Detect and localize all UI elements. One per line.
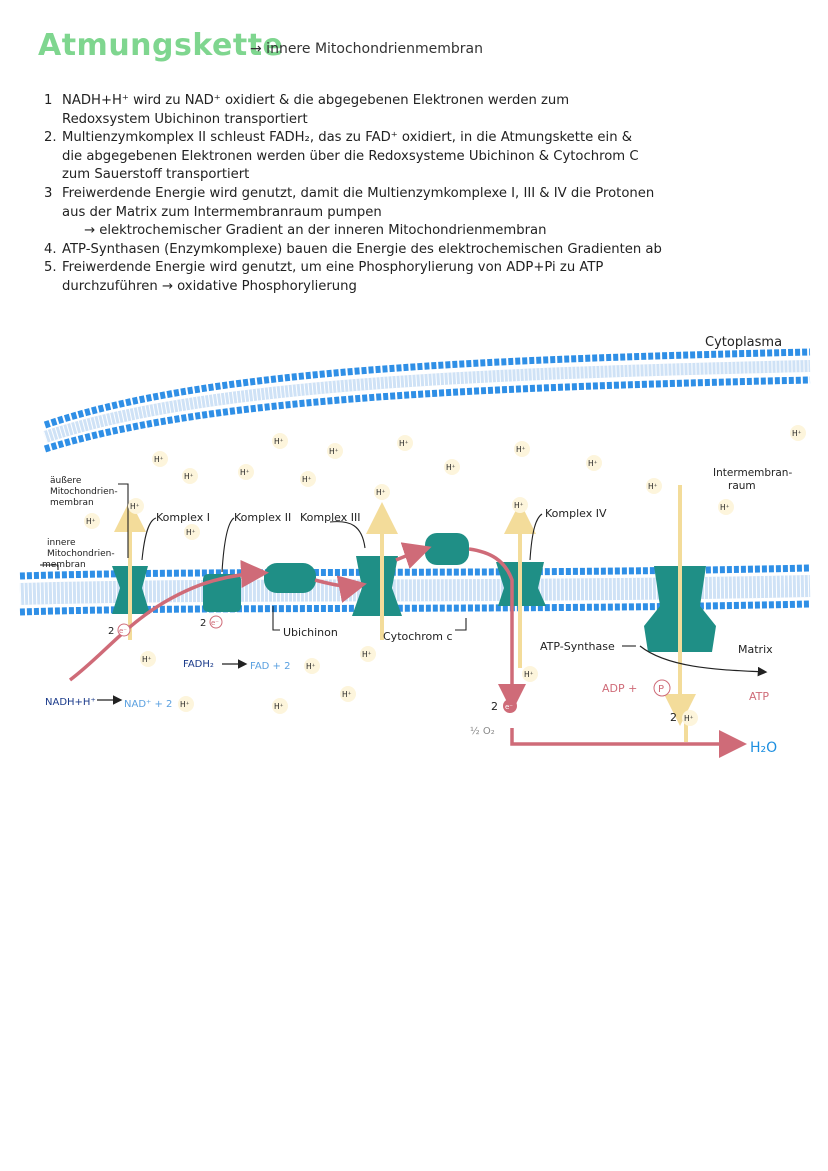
svg-text:H⁺: H⁺ xyxy=(588,459,598,468)
svg-text:H⁺: H⁺ xyxy=(399,439,409,448)
step-line: die abgegebenen Elektronen werden über d… xyxy=(62,148,639,164)
step-line: NADH+H⁺ wird zu NAD⁺ oxidiert & die abge… xyxy=(62,93,570,108)
step-line: ATP-Synthasen (Enzymkomplexe) bauen die … xyxy=(62,241,662,257)
svg-text:H⁺: H⁺ xyxy=(342,690,352,699)
svg-text:H⁺: H⁺ xyxy=(720,503,730,512)
intermembran-label: raum xyxy=(728,480,756,492)
step-line: Freiwerdende Energie wird genutzt, damit… xyxy=(62,185,655,201)
cytochrom-shape xyxy=(425,533,469,565)
svg-text:H⁺: H⁺ xyxy=(516,445,526,454)
svg-text:H⁺: H⁺ xyxy=(142,655,152,664)
ubichinon-shape xyxy=(264,563,316,593)
matrix-label: Matrix xyxy=(738,643,773,656)
complex-2-label: Komplex II xyxy=(234,511,291,524)
svg-text:H⁺: H⁺ xyxy=(180,700,190,709)
svg-text:H⁺: H⁺ xyxy=(240,468,250,477)
svg-text:H⁺: H⁺ xyxy=(329,447,339,456)
step-line: zum Sauerstoff transportiert xyxy=(62,167,250,183)
svg-text:H⁺: H⁺ xyxy=(514,501,524,510)
outer-membrane-label: membran xyxy=(50,498,94,508)
svg-text:2: 2 xyxy=(108,626,114,637)
step-5: 5. Freiwerdende Energie wird genutzt, um… xyxy=(44,259,804,296)
svg-text:H⁺: H⁺ xyxy=(86,517,96,526)
svg-text:H⁺: H⁺ xyxy=(446,463,456,472)
step-1: 1 NADH+H⁺ wird zu NAD⁺ oxidiert & die ab… xyxy=(44,92,804,129)
svg-text:H⁺: H⁺ xyxy=(184,472,194,481)
leader-lines xyxy=(40,483,636,647)
complex-3-label: Komplex III xyxy=(300,511,360,524)
svg-text:P: P xyxy=(658,684,664,695)
cytochrom-label: Cytochrom c xyxy=(383,630,453,643)
svg-text:H⁺: H⁺ xyxy=(154,455,164,464)
svg-text:e⁻: e⁻ xyxy=(211,619,219,627)
step-number: 5. xyxy=(44,260,57,276)
atp-arc-arrow xyxy=(639,645,768,677)
phosphate-marker: P xyxy=(653,679,671,697)
complex-2-shape xyxy=(203,574,241,612)
electron-marker: e⁻ xyxy=(503,699,517,713)
svg-text:H⁺: H⁺ xyxy=(274,437,284,446)
svg-text:e⁻: e⁻ xyxy=(505,703,513,711)
svg-text:H⁺: H⁺ xyxy=(524,670,534,679)
svg-text:H⁺: H⁺ xyxy=(130,502,140,511)
adp-label: ADP + xyxy=(602,682,637,695)
complex-4-label: Komplex IV xyxy=(545,507,607,520)
electron-marker: 2 e⁻ xyxy=(108,623,131,637)
step-line: Redoxsystem Ubichinon transportiert xyxy=(62,111,308,127)
step-line: durchzuführen → oxidative Phosphorylieru… xyxy=(62,278,357,294)
outer-membrane-label: Mitochondrien- xyxy=(50,487,118,497)
inner-membrane-label: Mitochondrien- xyxy=(47,549,115,559)
step-number: 3 xyxy=(44,185,53,201)
step-line: Freiwerdende Energie wird genutzt, um ei… xyxy=(62,260,604,276)
ubichinon-label: Ubichinon xyxy=(283,626,338,639)
step-line: Multienzymkomplex II schleust FADH₂, das… xyxy=(62,130,633,146)
fadh2-label: FADH₂ xyxy=(183,659,214,670)
nad-label: NAD⁺ + 2 xyxy=(124,699,172,710)
svg-text:e⁻: e⁻ xyxy=(119,627,127,635)
oxygen-label: ½ O₂ xyxy=(470,725,495,737)
page-title: Atmungskette xyxy=(38,28,284,63)
svg-text:H⁺: H⁺ xyxy=(306,662,316,671)
svg-text:H⁺: H⁺ xyxy=(648,482,658,491)
svg-text:H⁺: H⁺ xyxy=(302,475,312,484)
svg-text:H⁺: H⁺ xyxy=(274,702,284,711)
cytoplasma-label: Cytoplasma xyxy=(705,335,782,350)
step-number: 2. xyxy=(44,130,57,146)
two-protons-label: 2 xyxy=(670,711,677,724)
protons: H⁺ H⁺ H⁺ H⁺ H⁺ H⁺ H⁺ H⁺ H⁺ H⁺ H⁺ H⁺ H⁺ H… xyxy=(84,425,806,726)
complex-1-label: Komplex I xyxy=(156,511,210,524)
electron-marker: 2 e⁻ xyxy=(200,615,223,629)
svg-text:H⁺: H⁺ xyxy=(362,650,372,659)
step-line: aus der Matrix zum Intermembranraum pump… xyxy=(62,204,382,220)
intermembran-label: Intermembran- xyxy=(713,467,792,479)
outer-membrane xyxy=(43,348,811,453)
steps-list: 1 NADH+H⁺ wird zu NAD⁺ oxidiert & die ab… xyxy=(44,92,804,297)
two-electrons-label: 2 xyxy=(491,700,498,713)
step-number: 4. xyxy=(44,241,57,257)
svg-text:H⁺: H⁺ xyxy=(684,714,694,723)
page-subtitle: → innere Mitochondrienmembran xyxy=(250,41,483,57)
inner-membrane-label: innere xyxy=(47,538,76,548)
svg-text:H⁺: H⁺ xyxy=(376,488,386,497)
inner-membrane-label: membran xyxy=(42,560,86,570)
svg-text:2: 2 xyxy=(200,618,206,629)
fad-label: FAD + 2 xyxy=(250,661,290,672)
atp-label: ATP xyxy=(749,690,769,703)
electron-path xyxy=(68,542,747,758)
nadh-label: NADH+H⁺ xyxy=(45,697,96,708)
step-line: → elektrochemischer Gradient an der inne… xyxy=(84,223,547,239)
water-label: H₂O xyxy=(750,740,777,756)
step-2: 2. Multienzymkomplex II schleust FADH₂, … xyxy=(44,129,804,185)
svg-text:H⁺: H⁺ xyxy=(186,528,196,537)
proton-paths xyxy=(114,485,696,742)
step-3: 3 Freiwerdende Energie wird genutzt, dam… xyxy=(44,185,804,241)
atp-synthase-label: ATP-Synthase xyxy=(540,640,615,653)
step-4: 4. ATP-Synthasen (Enzymkomplexe) bauen d… xyxy=(44,241,804,260)
outer-membrane-label: äußere xyxy=(50,476,82,486)
svg-text:H⁺: H⁺ xyxy=(792,429,802,438)
step-number: 1 xyxy=(44,93,53,108)
